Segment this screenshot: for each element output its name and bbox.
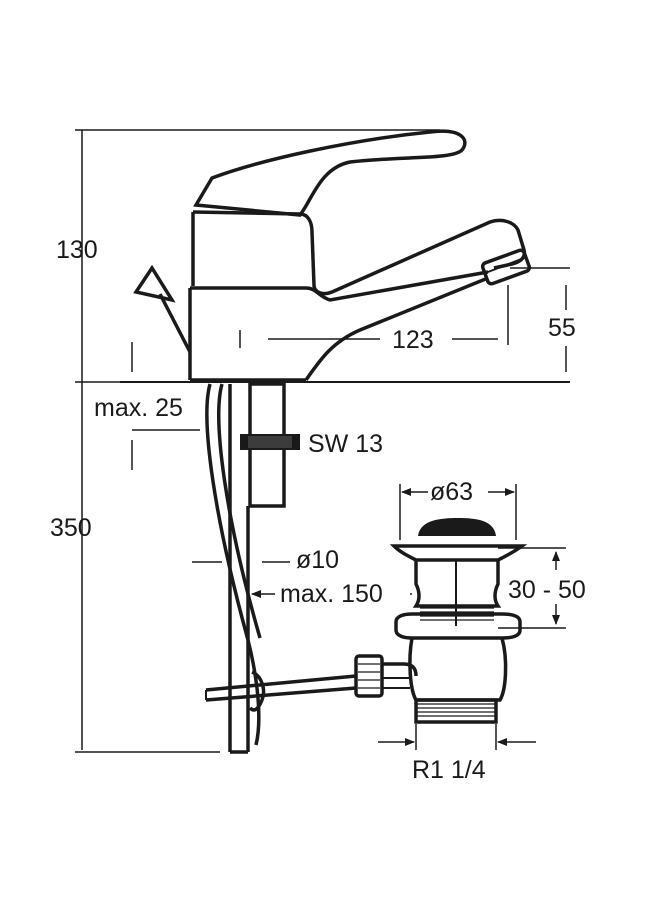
total-height-label: 130 [56, 236, 98, 264]
upper-thread [420, 607, 494, 621]
waste-thread-label: R1 1/4 [412, 756, 486, 784]
pop-up-waste [205, 518, 528, 724]
faucet-body [133, 129, 532, 382]
waste-diameter-label: ø63 [430, 478, 473, 506]
spout-height-dimension: 55 [510, 267, 576, 372]
spout-height-label: 55 [548, 314, 576, 342]
waste-diameter-dimension: ø63 [399, 478, 517, 540]
hose-diameter-label: ø10 [296, 546, 339, 574]
tail-thread [414, 698, 498, 724]
spout-reach-dimension: 123 [239, 285, 509, 354]
waste-thread-dimension: R1 1/4 [378, 724, 536, 784]
hose-diameter-dimension: ø10 [192, 546, 339, 574]
wrench-size-label: SW 13 [308, 430, 383, 458]
left-height-dimension [75, 129, 440, 753]
spout-reach-label: 123 [392, 326, 434, 354]
deck-thickness-label: max. 25 [94, 394, 183, 422]
waste-adjust-dimension: 30 - 50 [498, 547, 586, 629]
waste-adjust-label: 30 - 50 [508, 576, 586, 604]
rod-distance-dimension: max. 150 [251, 580, 412, 608]
rod-distance-label: max. 150 [280, 580, 383, 608]
deck-thickness-dimension: max. 25 [94, 342, 200, 470]
hose-length-label: 350 [50, 514, 92, 542]
supply-hoses [205, 382, 300, 754]
wrench-size-dimension: SW 13 [283, 430, 383, 466]
